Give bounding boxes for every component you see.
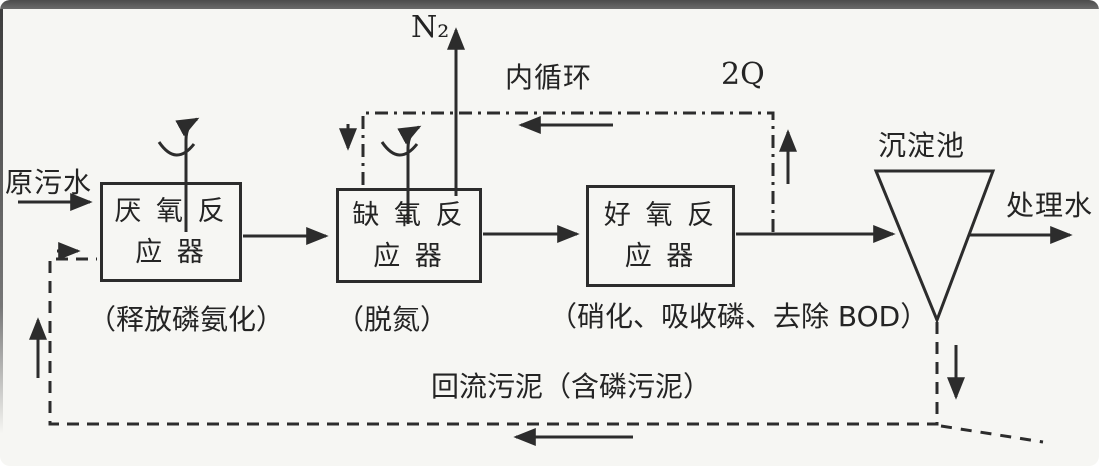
treated-water-label: 处理水 <box>1006 189 1094 222</box>
internal-recycle-label: 内循环 <box>505 61 593 94</box>
sedimentation-tank-shape <box>873 169 996 325</box>
anaerobic-reactor-box: 厌 氧 反 应 器 <box>100 182 242 282</box>
aerobic-reactor-box: 好 氧 反 应 器 <box>586 185 735 287</box>
n2-gas-label: N₂ <box>411 10 450 45</box>
aerobic-reactor-name-line2: 应 器 <box>624 241 697 272</box>
anoxic-reactor-name-line1: 缺 氧 反 <box>352 199 466 231</box>
internal-recycle-line <box>361 111 775 232</box>
aerobic-reactor-name-line1: 好 氧 反 <box>603 200 718 231</box>
stirrer-icon <box>380 125 422 224</box>
anaerobic-reactor-caption: （释放磷氨化） <box>88 303 285 336</box>
return-sludge-label: 回流污泥（含磷污泥） <box>431 370 712 403</box>
aerobic-reactor-caption: （硝化、吸收磷、去除 BOD） <box>549 300 929 333</box>
anoxic-reactor-name-line2: 应 器 <box>373 240 445 272</box>
sedimentation-tank-label: 沉淀池 <box>878 129 966 162</box>
photo-left-edge <box>0 9 3 434</box>
recycle-flow-label: 2Q <box>721 57 765 92</box>
anaerobic-reactor-name-line1: 厌 氧 反 <box>114 196 228 227</box>
anoxic-reactor-caption: （脱氮） <box>336 303 449 336</box>
anoxic-reactor-box: 缺 氧 反 应 器 <box>336 188 482 283</box>
raw-water-label: 原污水 <box>5 166 93 199</box>
photo-top-edge <box>0 0 1099 9</box>
stirrer-icon <box>157 117 200 232</box>
waste-sludge-line <box>940 424 1044 444</box>
anaerobic-reactor-name-line2: 应 器 <box>135 237 207 268</box>
